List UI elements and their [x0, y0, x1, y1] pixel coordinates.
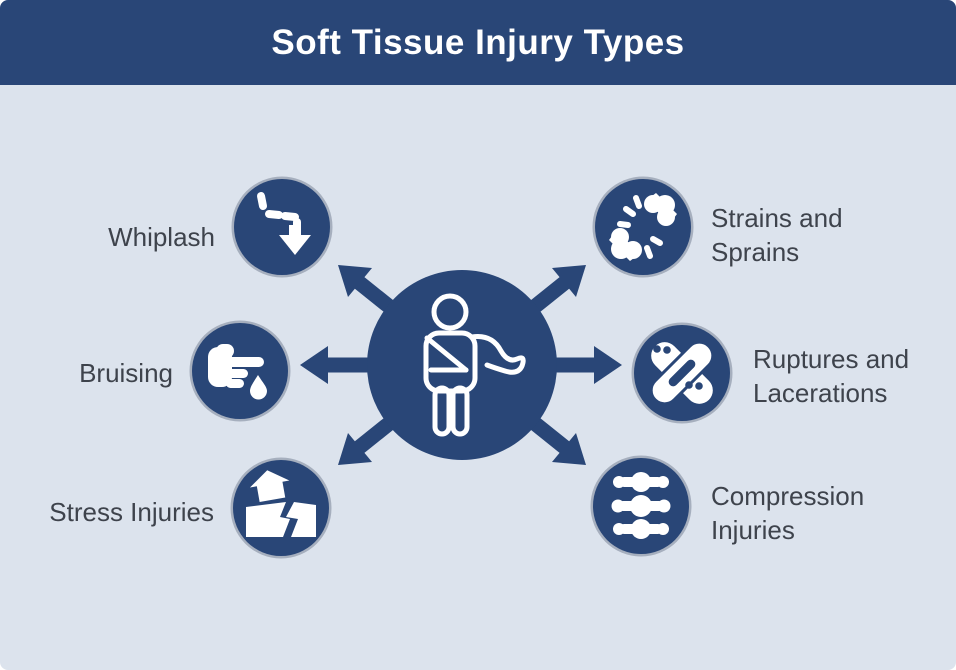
- crossed-bandages-icon: [649, 340, 715, 406]
- title-bar: Soft Tissue Injury Types: [0, 0, 956, 85]
- arrow-up-right-icon: [552, 265, 586, 297]
- node-whiplash: [234, 179, 330, 275]
- arrow-down-right-icon: [552, 433, 586, 465]
- joint-crack-bones-icon: [609, 193, 677, 261]
- arrow-right-icon: [594, 346, 622, 384]
- node-label-compression-injuries: Compression Injuries: [711, 481, 865, 545]
- node-label-ruptures-lacerations: Ruptures and Lacerations: [753, 344, 910, 408]
- node-label-strains-sprains: Strains and Sprains: [711, 203, 843, 267]
- node-label-bruising: Bruising: [79, 358, 173, 388]
- cracked-ground-house-icon: [246, 470, 316, 537]
- hub-arrow-heads: [300, 265, 622, 465]
- node-compression-injuries: [593, 458, 689, 554]
- node-stress-injuries: [233, 460, 329, 556]
- node-label-whiplash: Whiplash: [108, 222, 215, 252]
- arrow-up-left-icon: [338, 265, 372, 297]
- page-title: Soft Tissue Injury Types: [271, 22, 685, 62]
- node-ruptures-lacerations: [634, 325, 730, 421]
- spine-vertebrae-icon: [611, 472, 671, 539]
- arrow-down-left-icon: [338, 433, 372, 465]
- arrow-left-icon: [300, 346, 328, 384]
- whiplash-dashed-arrow-icon: [257, 192, 311, 255]
- node-strains-sprains: [595, 179, 691, 275]
- node-label-stress-injuries: Stress Injuries: [49, 497, 214, 527]
- node-bruising: [192, 323, 288, 419]
- pointing-hand-drop-icon: [208, 344, 267, 400]
- injured-person-arm-sling-icon: [423, 293, 526, 437]
